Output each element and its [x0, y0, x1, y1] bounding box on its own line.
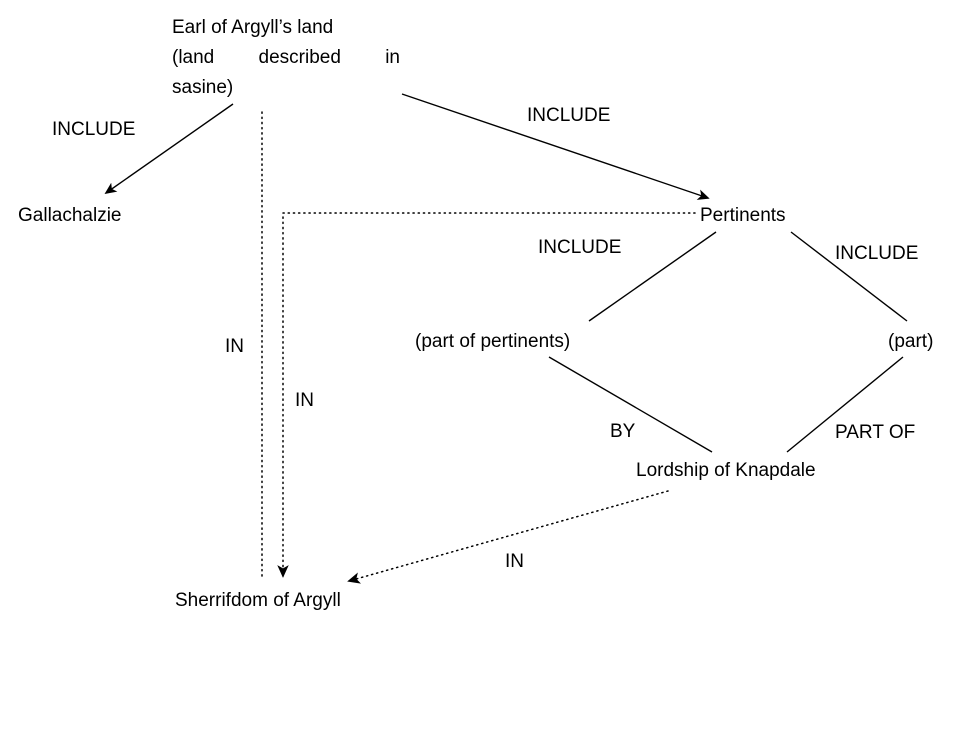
edge-earl-pertinents	[401, 93, 710, 200]
edge-label-include-pertinents-part: INCLUDE	[835, 243, 919, 264]
edge-label-in-pertinents-sherrifdom: IN	[295, 390, 314, 411]
edge-label-include-earl-pertinents: INCLUDE	[527, 105, 611, 126]
edge-label-include-earl-gallachalzie: INCLUDE	[52, 119, 136, 140]
edge-pertinents-part	[790, 231, 908, 322]
edge-label-by-lordship: BY	[610, 421, 636, 442]
node-earl-line1: Earl of Argyll’s land	[172, 17, 334, 38]
node-part: (part)	[888, 331, 934, 352]
edge-label-in-earl-sherrifdom: IN	[225, 336, 244, 357]
edge-lordship-sherrifdom	[347, 490, 669, 584]
edge-label-include-pertinents-part-of-pertinents: INCLUDE	[538, 237, 622, 258]
node-earl-line2: (land described in	[172, 47, 400, 68]
edge-earl-gallachalzie	[104, 103, 234, 195]
node-part-of-pertinents: (part of pertinents)	[415, 331, 571, 352]
edge-pertinents-part-of-pertinents	[588, 231, 717, 322]
node-earl-line3: sasine)	[172, 77, 234, 98]
edge-label-in-lordship-sherrifdom: IN	[505, 551, 524, 572]
edge-part-of-pertinents-lordship	[548, 356, 713, 453]
edge-part-lordship	[786, 356, 904, 453]
node-pertinents: Pertinents	[700, 205, 786, 226]
node-earl-of-argylls-land: Earl of Argyll’s land (land described in…	[172, 13, 400, 103]
node-sherrifdom-of-argyll: Sherrifdom of Argyll	[175, 590, 341, 611]
node-gallachalzie: Gallachalzie	[18, 205, 122, 226]
node-lordship-of-knapdale: Lordship of Knapdale	[636, 460, 816, 481]
edge-label-part-of-lordship: PART OF	[835, 422, 916, 443]
edge-pertinents-sherrifdom	[277, 212, 696, 578]
